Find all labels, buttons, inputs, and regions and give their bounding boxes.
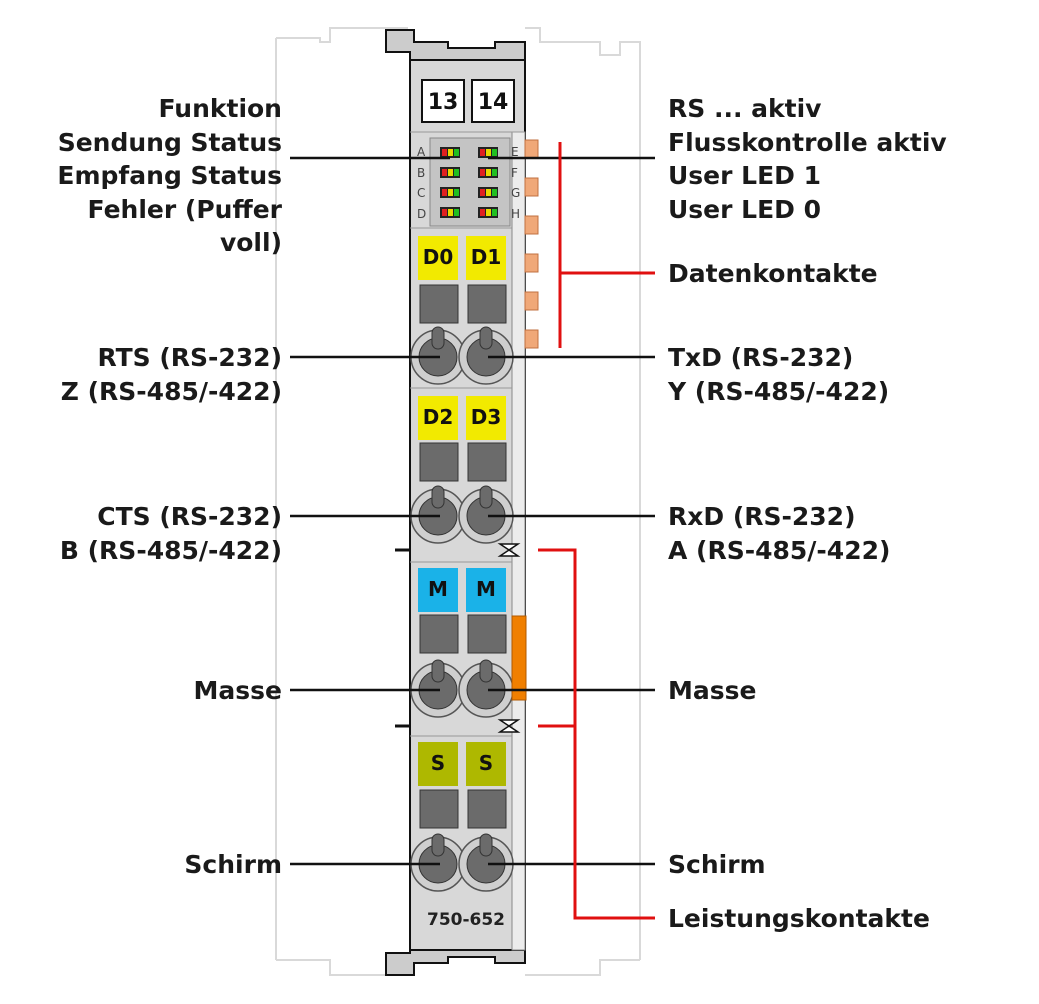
contact-label-m-right — [466, 568, 506, 612]
led-segment — [486, 149, 491, 156]
led-segment — [448, 169, 453, 176]
led-letter-h: H — [511, 207, 521, 221]
bracket-datenkontakte — [558, 142, 655, 348]
release-buttons — [419, 284, 507, 829]
neighbor-module-outline-right — [525, 27, 641, 976]
led-segment — [454, 149, 459, 156]
label-rxd-rs232: RxD (RS-232) — [668, 502, 856, 531]
terminal-number-14: 14 — [477, 90, 509, 115]
led-segment — [442, 189, 447, 196]
led-segment — [454, 209, 459, 216]
din-rail-clip-bottom — [385, 944, 526, 976]
label-schirm-left: Schirm — [184, 850, 282, 879]
label-user-led-0: User LED 0 — [668, 195, 822, 224]
label-fehler-puffer: Fehler (Puffer — [87, 195, 282, 224]
contact-label-s-right — [466, 742, 506, 786]
led-segment — [448, 149, 453, 156]
contact-label-s-left — [418, 742, 458, 786]
led-segment — [454, 169, 459, 176]
contact-label-d3 — [466, 396, 506, 440]
contact-text-m-left: M — [428, 577, 448, 601]
terminal-number-13: 13 — [427, 90, 459, 115]
label-voll: voll) — [219, 228, 282, 257]
contact-text-d3: D3 — [470, 405, 502, 429]
wire-entries — [410, 326, 514, 892]
led-letter-a: A — [417, 145, 426, 159]
led-segment — [486, 189, 491, 196]
wire-entry-slot — [431, 326, 445, 350]
leader-lines — [290, 156, 655, 866]
led-segment — [480, 189, 485, 196]
led-segment — [492, 169, 497, 176]
led-segment — [442, 169, 447, 176]
data-contact-pads — [524, 139, 539, 349]
led-segment — [492, 149, 497, 156]
label-txd-rs232: TxD (RS-232) — [668, 343, 854, 372]
led-letter-g: G — [511, 186, 521, 200]
contact-text-s-left: S — [430, 751, 446, 775]
label-schirm-right: Schirm — [668, 850, 766, 879]
led-segment — [486, 209, 491, 216]
label-sendung-status: Sendung Status — [57, 128, 282, 157]
label-user-led-1: User LED 1 — [668, 161, 822, 190]
contact-label-m-left — [418, 568, 458, 612]
terminal-number-tab-13 — [421, 79, 465, 123]
label-z-rs485: Z (RS-485/-422) — [60, 377, 282, 406]
label-rs-aktiv: RS ... aktiv — [668, 94, 822, 123]
led-segment — [448, 209, 453, 216]
contact-text-s-right: S — [478, 751, 494, 775]
led-segment — [448, 189, 453, 196]
led-letter-d: D — [417, 207, 427, 221]
power-contact-bar — [511, 615, 527, 701]
wire-entry-slot — [479, 833, 493, 857]
led-segment — [480, 149, 485, 156]
label-flusskontrolle-aktiv: Flusskontrolle aktiv — [668, 128, 947, 157]
led-segment — [492, 209, 497, 216]
led-letter-e: E — [511, 145, 519, 159]
power-contact-markers — [497, 543, 521, 733]
model-number: 750-652 — [426, 910, 506, 930]
contact-text-d1: D1 — [470, 245, 502, 269]
bracket-leistungskontakte — [538, 548, 655, 920]
contact-text-m-right: M — [476, 577, 496, 601]
label-empfang-status: Empfang Status — [57, 161, 282, 190]
neighbor-module-outline-left — [275, 27, 408, 976]
led-letter-b: B — [417, 166, 426, 180]
led-segment — [442, 149, 447, 156]
wire-entry-slot — [479, 485, 493, 509]
led-indicators — [440, 147, 498, 218]
wire-entry-slot — [431, 485, 445, 509]
wire-entry-slot — [431, 833, 445, 857]
wire-entry-slot — [479, 326, 493, 350]
led-segment — [454, 189, 459, 196]
label-masse-left: Masse — [193, 676, 282, 705]
terminal-number-tab-14 — [471, 79, 515, 123]
led-segment — [492, 189, 497, 196]
label-masse-right: Masse — [668, 676, 757, 705]
label-a-rs485: A (RS-485/-422) — [668, 536, 891, 565]
label-rts-rs232: RTS (RS-232) — [97, 343, 282, 372]
wire-entry-slot — [431, 659, 445, 683]
wire-entry-slot — [479, 659, 493, 683]
label-datenkontakte: Datenkontakte — [668, 259, 878, 288]
led-segment — [486, 169, 491, 176]
contact-label-d0 — [418, 236, 458, 280]
din-rail-clip-top — [385, 29, 526, 61]
label-funktion: Funktion — [158, 94, 282, 123]
contact-text-d2: D2 — [422, 405, 454, 429]
module-side-strip — [511, 131, 526, 951]
led-segment — [480, 209, 485, 216]
contact-label-d2 — [418, 396, 458, 440]
contact-label-d1 — [466, 236, 506, 280]
led-segment — [442, 209, 447, 216]
led-segment — [480, 169, 485, 176]
label-leistungskontakte: Leistungskontakte — [668, 904, 930, 933]
contact-text-d0: D0 — [422, 245, 454, 269]
led-letter-f: F — [511, 166, 518, 180]
label-cts-rs232: CTS (RS-232) — [97, 502, 282, 531]
label-b-rs485: B (RS-485/-422) — [59, 536, 282, 565]
label-y-rs485: Y (RS-485/-422) — [668, 377, 890, 406]
led-letter-c: C — [417, 186, 426, 200]
